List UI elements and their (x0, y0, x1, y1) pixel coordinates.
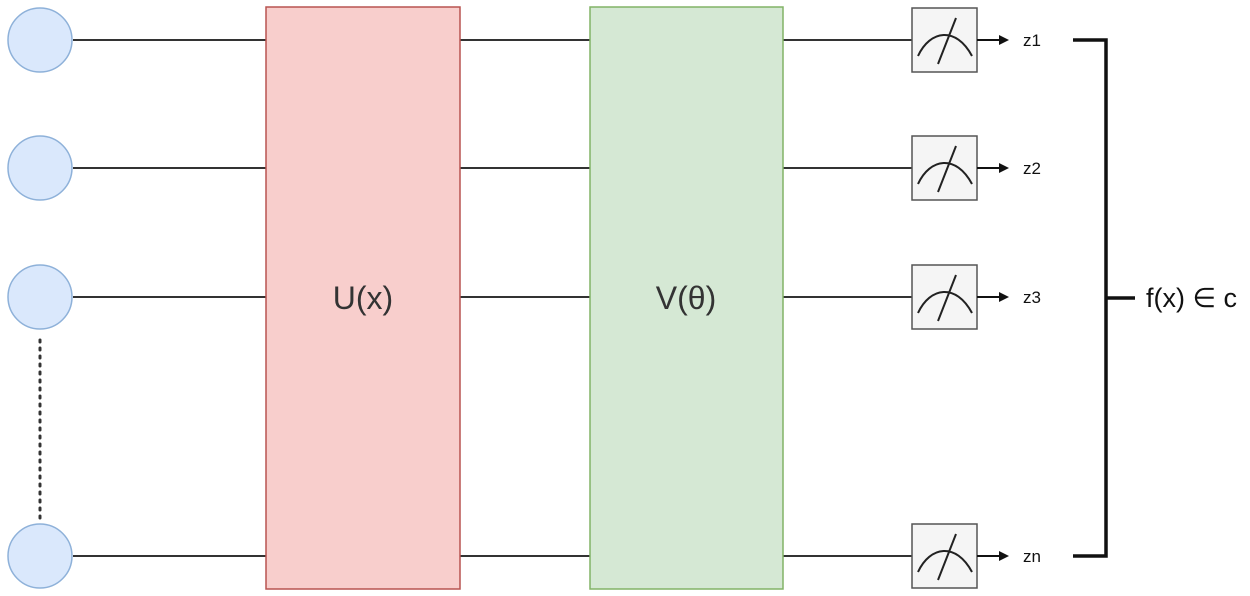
arrow-head-icon (999, 292, 1009, 302)
measurement-1 (911, 7, 978, 73)
output-label-zn: zn (1023, 547, 1041, 566)
output-label-z2: z2 (1023, 159, 1041, 178)
result-label: f(x) ∈ c (1146, 283, 1237, 313)
output-labels: z1 z2 z3 zn (1023, 31, 1041, 566)
measurement-3 (911, 264, 978, 330)
encoding-gate: U(x) (265, 6, 461, 590)
variational-gate-label: V(θ) (656, 280, 716, 316)
meter-icon (911, 264, 978, 330)
qubit-3 (7, 264, 73, 330)
wires (73, 39, 912, 557)
meter-icon (911, 523, 978, 589)
output-label-z1: z1 (1023, 31, 1041, 50)
qubit-n (7, 523, 73, 589)
arrow-head-icon (999, 551, 1009, 561)
measurement-2 (911, 135, 978, 201)
bracket-shape (1073, 38, 1108, 558)
output-arrows (977, 35, 1009, 561)
variational-gate-box (589, 6, 784, 590)
aggregation-bracket (1073, 38, 1135, 558)
encoding-gate-label: U(x) (333, 280, 393, 316)
variational-gate: V(θ) (589, 6, 784, 590)
arrow-head-icon (999, 35, 1009, 45)
input-qubits (7, 7, 73, 589)
output-label-z3: z3 (1023, 288, 1041, 307)
qubit-2 (7, 135, 73, 201)
qubit-1 (7, 7, 73, 73)
arrow-head-icon (999, 163, 1009, 173)
encoding-gate-box (265, 6, 461, 590)
measurement-n (911, 523, 978, 589)
meter-icon (911, 135, 978, 201)
meter-icon (911, 7, 978, 73)
